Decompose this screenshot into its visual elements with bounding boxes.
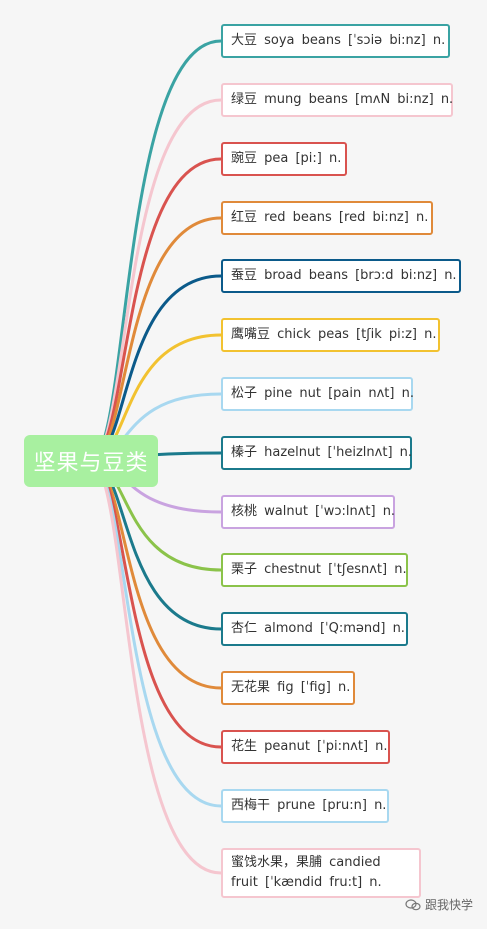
topic-node[interactable]: 榛子 hazelnut [ˈheizlnʌt] n. — [221, 436, 412, 470]
topic-node[interactable]: 豌豆 pea [pi:] n. — [221, 142, 347, 176]
topic-node[interactable]: 核桃 walnut [ˈwɔ:lnʌt] n. — [221, 495, 395, 529]
watermark: 跟我快学 — [405, 896, 473, 913]
topic-node[interactable]: 鹰嘴豆 chick peas [tʃik pi:z] n. — [221, 318, 440, 352]
topic-node[interactable]: 红豆 red beans [red bi:nz] n. — [221, 201, 433, 235]
topic-node[interactable]: 松子 pine nut [pain nʌt] n. — [221, 377, 414, 411]
wechat-icon — [405, 898, 421, 910]
topic-node[interactable]: 无花果 fig [ˈfig] n. — [221, 671, 355, 705]
connector-line — [88, 459, 223, 875]
topic-node[interactable]: 蚕豆 broad beans [brɔ:d bi:nz] n. — [221, 259, 461, 293]
topic-node[interactable]: 蜜饯水果，果脯 candied fruit [ˈkændid fru:t] n. — [221, 848, 421, 898]
topic-node[interactable]: 杏仁 almond [ˈQ:mənd] n. — [221, 612, 408, 646]
topic-node[interactable]: 绿豆 mung beans [mʌN bi:nz] n. — [221, 83, 453, 117]
topic-node[interactable]: 西梅干 prune [pru:n] n. — [221, 789, 389, 823]
topic-node[interactable]: 大豆 soya beans [ˈsɔiə bi:nz] n. — [221, 24, 450, 58]
topic-node[interactable]: 栗子 chestnut [ˈtʃesnʌt] n. — [221, 553, 408, 587]
central-topic[interactable]: 坚果与豆类 — [24, 435, 158, 487]
topic-node[interactable]: 花生 peanut [ˈpi:nʌt] n. — [221, 730, 390, 764]
watermark-text: 跟我快学 — [424, 898, 473, 912]
